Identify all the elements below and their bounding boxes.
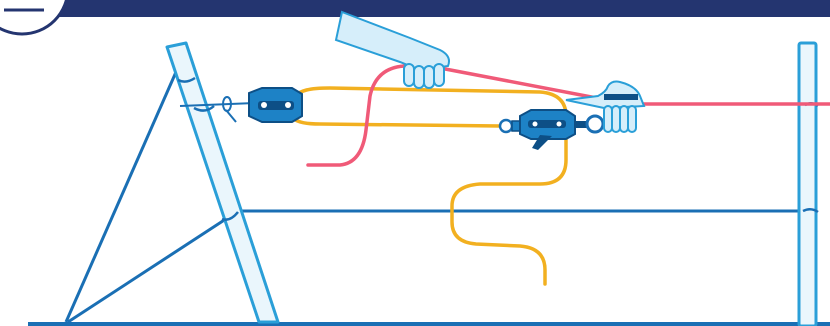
brace-struts [64, 71, 233, 324]
wire-loop-tail [225, 109, 237, 123]
ground-line [28, 322, 830, 326]
strainer-post [165, 41, 280, 324]
line-post [797, 41, 818, 326]
wire-joint-clamp-icon [248, 87, 303, 123]
orange-wire-lower-strand [292, 117, 502, 128]
orange-wire [290, 86, 568, 286]
post-wire-wraps [177, 76, 239, 221]
header-band [0, 0, 830, 17]
wire-tensioner-clamp-icon [498, 109, 605, 150]
step-badge [0, 0, 68, 36]
left-hand-icon [334, 10, 450, 89]
tie-wire [179, 102, 257, 107]
right-hand-icon [565, 80, 646, 133]
